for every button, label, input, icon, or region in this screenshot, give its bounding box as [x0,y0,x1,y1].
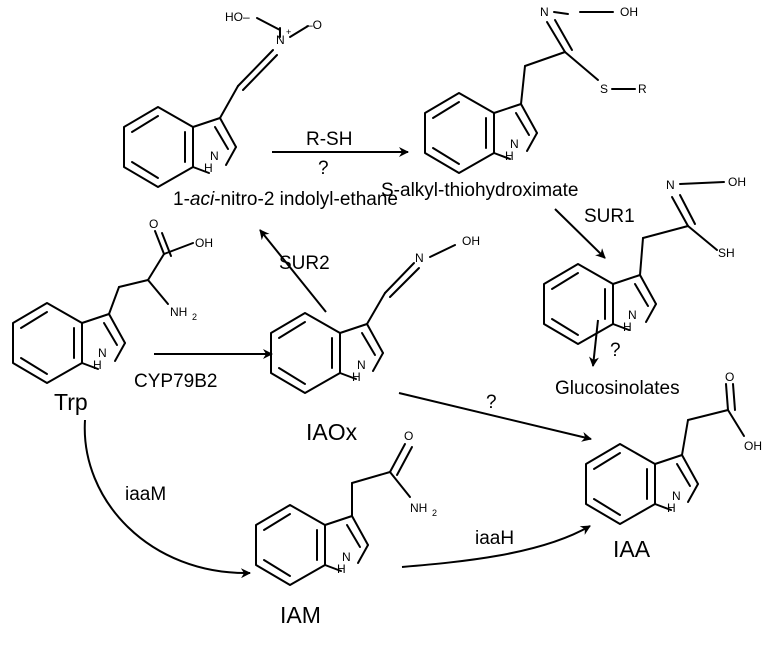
name-glucosinolates: Glucosinolates [555,378,680,399]
iam-structure: N H O NH 2 [255,429,437,586]
nh-label: N [98,346,107,360]
n-label: N [666,178,675,192]
iaa-structure: N H O OH [585,370,762,525]
trp-structure: N H O OH NH 2 [12,217,213,384]
arrow-iaah [401,525,591,568]
label-question-3: ? [486,392,497,413]
plus-label: + [286,27,291,37]
s-label: S [600,82,608,96]
n-label: N [415,251,424,265]
o-label: O [149,217,158,231]
oh-label: OH [744,439,762,453]
o-minus-label: –O [306,18,322,32]
label-iaam: iaaM [125,484,166,505]
nh-label: N [672,489,681,503]
nh-label: N [357,358,366,372]
name-iaa: IAA [613,536,651,562]
name-iaox: IAOx [306,419,358,445]
oh-label: OH [195,236,213,250]
arrow-iaox-iaa [398,392,592,442]
h-label: H [93,358,102,372]
nh-label: N [628,308,637,322]
name-thiohydroximate: S-alkyl-thiohydroximate [381,180,578,201]
label-sur1: SUR1 [584,206,635,227]
h-label: H [667,501,676,515]
nh2-label: NH [410,501,427,515]
sh-label: SH [718,246,735,260]
arrow-glucosinolates [589,319,599,367]
aci-nitro-indolyl-ethane-structure: N H HO– N + –O [123,10,322,188]
iaox-structure: N H N OH [270,234,480,394]
oh-label: OH [620,5,638,19]
nh2-label: NH [170,305,187,319]
label-cyp79b2: CYP79B2 [134,371,217,392]
n-plus-label: N [276,33,285,47]
nh-label: N [342,550,351,564]
arrow-sur1 [554,208,606,259]
nh-label: N [510,137,519,151]
subscript-2: 2 [192,312,197,322]
thiohydroximate-structure: N H N OH S R [424,5,647,174]
h-label: H [352,370,361,384]
oh-label: OH [728,175,746,189]
h-label: H [623,320,632,334]
thiohydroximic-acid-structure: N H N OH SH [543,175,746,345]
name-iam: IAM [280,602,321,628]
label-question-2: ? [610,340,621,361]
name-trp: Trp [54,389,88,415]
label-sur2: SUR2 [279,253,330,274]
h-label: H [337,562,346,576]
label-question-1: ? [318,158,329,179]
o-label: O [725,370,734,384]
subscript-2: 2 [432,508,437,518]
name-aci-nitro: 1-aci-nitro-2 indolyl-ethane [173,189,398,210]
arrow-iaam [83,419,251,579]
ho-label: HO– [225,10,250,24]
arrow-sur2 [259,229,327,313]
o-label: O [404,429,413,443]
label-rsh: R-SH [306,129,352,150]
n-label: N [540,5,549,19]
nh-label: N [210,149,219,163]
h-label: H [505,149,514,163]
r-label: R [638,82,647,96]
oh-label: OH [462,234,480,248]
label-iaah: iaaH [475,528,514,549]
h-label: H [204,161,213,175]
